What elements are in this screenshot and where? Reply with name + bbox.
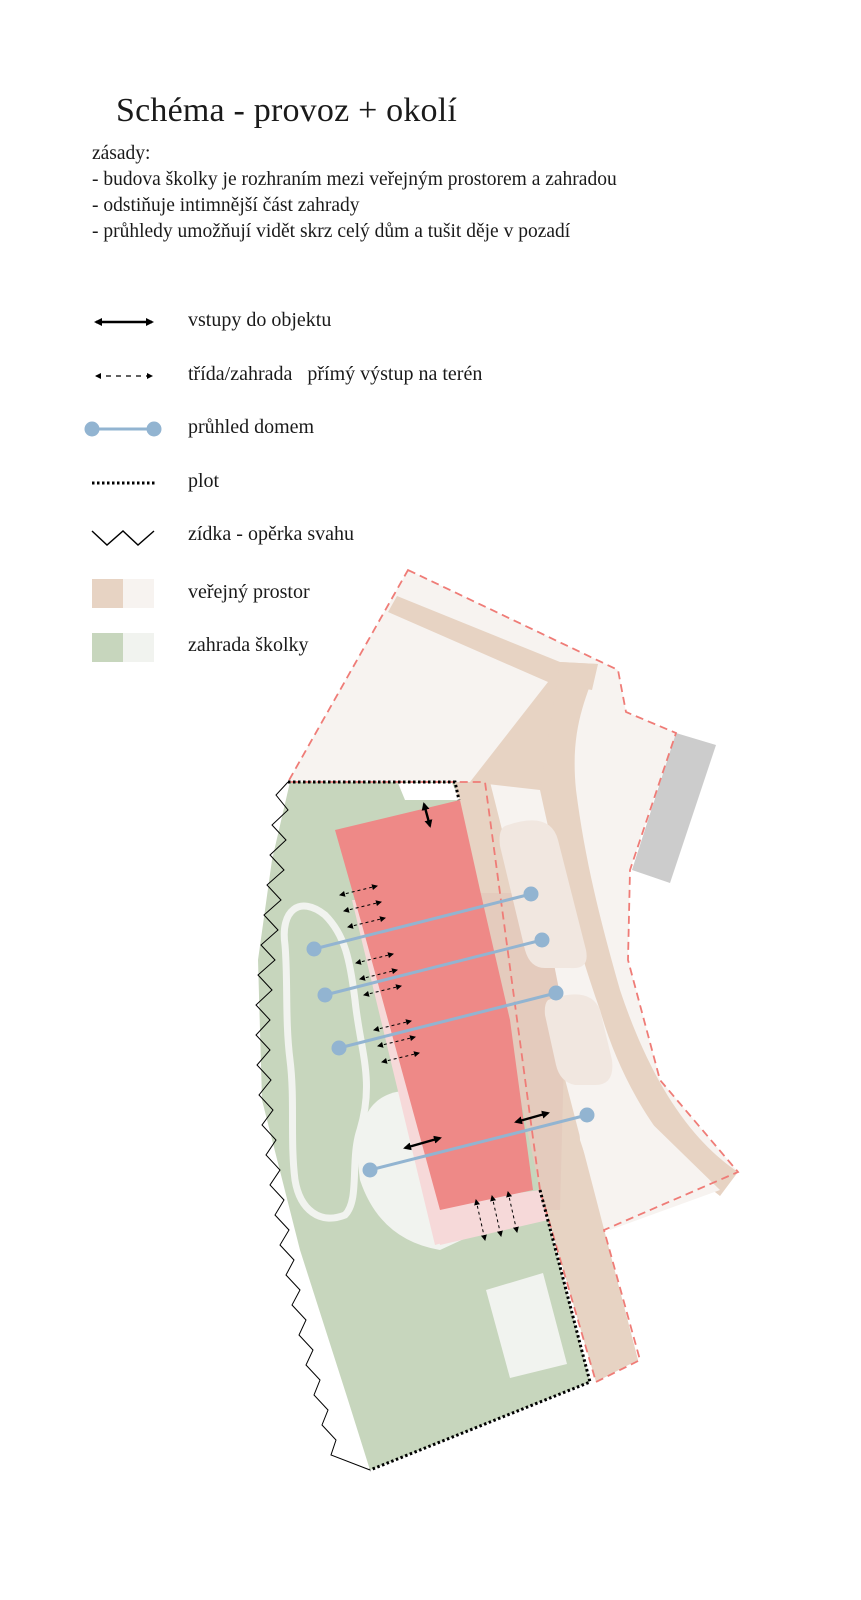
view-lines	[306, 886, 595, 1178]
legend-symbol-public-space	[92, 579, 154, 608]
public-island-2	[544, 994, 613, 1085]
public-path-diagonal	[470, 662, 560, 790]
neighbour-building	[632, 733, 716, 883]
legend-label-view-through: průhled domem	[188, 416, 315, 438]
view-line	[306, 886, 539, 957]
garden-loop-path	[280, 902, 370, 1222]
legend-label-garden: zahrada školky	[188, 634, 309, 656]
view-line	[331, 985, 564, 1056]
public-island-3	[578, 1105, 720, 1230]
legend-symbol-garden	[92, 633, 154, 662]
legend-label-fence: plot	[188, 470, 220, 492]
principles-heading: zásady:	[92, 143, 151, 164]
entry-strip	[398, 783, 460, 800]
principle-item: - budova školky je rozhraním mezi veřejn…	[92, 169, 617, 190]
view-line	[317, 932, 550, 1003]
fence-line	[288, 780, 592, 1472]
principle-item: - odstiňuje intimnější část zahrady	[92, 195, 360, 216]
legend-label-entrances: vstupy do objektu	[188, 309, 332, 331]
principle-item: - průhledy umožňují vidět skrz celý dům …	[92, 221, 571, 242]
legend-label-classroom-garden: třída/zahrada přímý výstup na terén	[188, 363, 483, 385]
classroom-garden-arrows	[339, 884, 519, 1241]
retaining-wall	[255, 781, 371, 1471]
legend-symbol-view-through	[84, 421, 162, 437]
principles-block: zásady: - budova školky je rozhraním mez…	[92, 141, 617, 245]
public-path-top	[388, 596, 598, 690]
legend-symbol-retaining-wall	[91, 530, 155, 546]
legend-label-retaining-wall: zídka - opěrka svahu	[188, 523, 355, 545]
kindergarten-building	[335, 800, 533, 1210]
public-island-1	[499, 820, 587, 969]
entrance-arrows	[403, 802, 550, 1151]
sports-field	[486, 1273, 567, 1378]
legend-label-public-space: veřejný prostor	[188, 581, 310, 603]
diagram-title: Schéma - provoz + okolí	[116, 92, 458, 129]
site-boundary	[286, 568, 740, 1384]
view-line	[362, 1107, 595, 1178]
